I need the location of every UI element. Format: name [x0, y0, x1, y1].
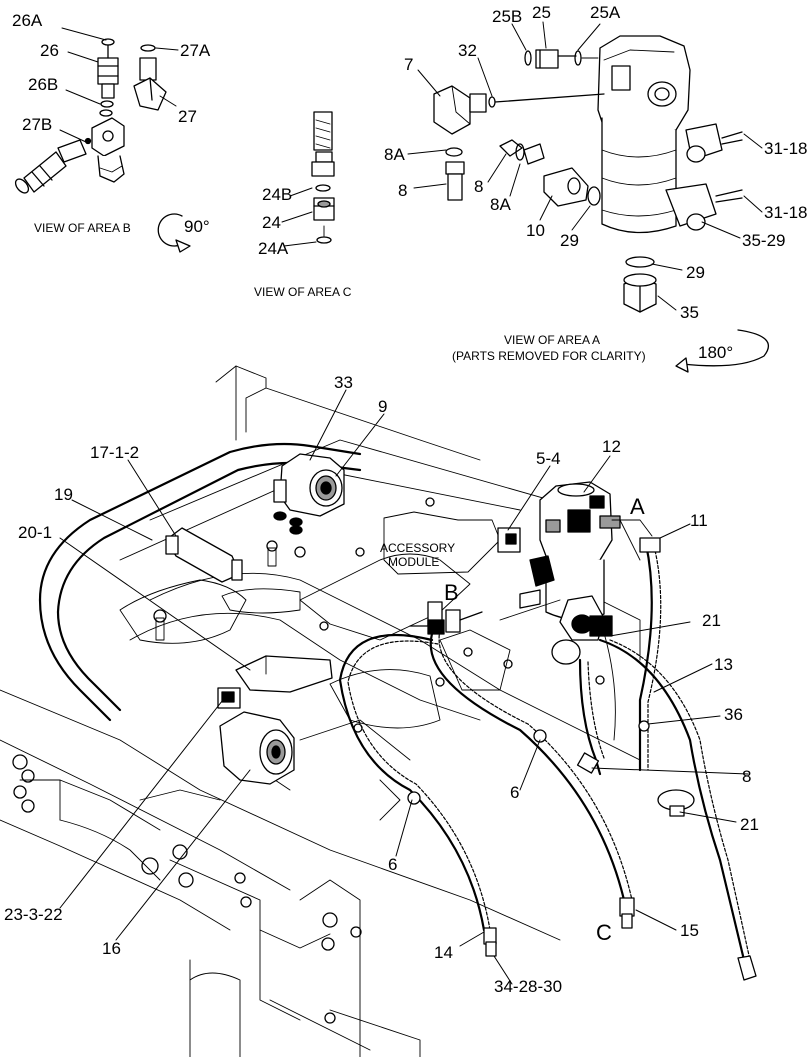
callout-19: 19 — [54, 485, 73, 504]
rotation-arrow-a-icon — [681, 329, 770, 367]
fitting-8-left — [445, 147, 465, 201]
callout-8-main: 8 — [742, 767, 751, 786]
valve-assembly-a — [597, 35, 743, 234]
clamp-21 — [657, 789, 695, 817]
callout-21-top: 21 — [702, 611, 721, 630]
view-area-a: 25B 25 25A 32 7 8A 8 8 8A 10 29 31-18 31… — [384, 3, 807, 373]
callout-32: 32 — [458, 41, 477, 60]
mounting-bolts — [12, 497, 605, 1024]
o-ring-26b — [100, 100, 114, 108]
callout-21-bottom: 21 — [740, 815, 759, 834]
callout-6-right: 6 — [510, 783, 519, 802]
area-letter-a: A — [630, 494, 645, 519]
callout-33: 33 — [334, 373, 353, 392]
hose-end-c — [311, 111, 335, 177]
bracket-17-1-2 — [165, 527, 243, 583]
view-b-rotation: 90° — [184, 217, 210, 236]
callout-23-3-22: 23-3-22 — [4, 905, 63, 924]
plug-25 — [524, 49, 599, 69]
fitting-8-right — [499, 139, 545, 165]
callout-8-left: 8 — [398, 181, 407, 200]
callout-24b: 24B — [262, 185, 292, 204]
callout-31-18-bottom: 31-18 — [764, 203, 807, 222]
callout-20-1: 20-1 — [18, 523, 52, 542]
callout-24: 24 — [262, 213, 281, 232]
callout-15: 15 — [680, 921, 699, 940]
callout-26: 26 — [40, 41, 59, 60]
hose-fittings — [407, 537, 757, 981]
o-ring-29 — [625, 256, 655, 268]
callout-29-bottom: 29 — [686, 263, 705, 282]
callout-6-left: 6 — [388, 855, 397, 874]
callout-13: 13 — [714, 655, 733, 674]
bracket-20-1 — [235, 655, 333, 693]
sensor-5-4 — [497, 527, 521, 553]
callout-31-18-top: 31-18 — [764, 139, 807, 158]
view-a-rotation: 180° — [698, 343, 733, 362]
plug-35 — [623, 273, 657, 313]
callout-24a: 24A — [258, 239, 289, 258]
callout-36: 36 — [724, 705, 743, 724]
callout-26b: 26B — [28, 75, 58, 94]
view-area-b: 26A 26 26B 27B 27A 27 VIEW OF AREA B 90° — [12, 11, 211, 253]
rotation-arrow-b-icon — [157, 213, 183, 247]
callout-25: 25 — [532, 3, 551, 22]
callout-7: 7 — [404, 55, 413, 74]
valve-12 — [519, 481, 621, 665]
callout-12: 12 — [602, 437, 621, 456]
callout-9: 9 — [378, 397, 387, 416]
callout-25a: 25A — [590, 3, 621, 22]
adapter-10 — [543, 167, 601, 207]
view-area-c: 24B 24 24A VIEW OF AREA C — [254, 111, 352, 299]
callout-17-1-2: 17-1-2 — [90, 443, 139, 462]
hoses — [338, 519, 751, 962]
callout-35: 35 — [680, 303, 699, 322]
view-a-caption: VIEW OF AREA A — [504, 333, 600, 347]
callout-29-mid: 29 — [560, 231, 579, 250]
callout-27: 27 — [178, 107, 197, 126]
callout-25b: 25B — [492, 7, 522, 26]
callout-5-4: 5-4 — [536, 449, 561, 468]
callout-8-right: 8 — [474, 177, 483, 196]
main-assembly: ACCESSORY MODULE — [0, 365, 759, 1057]
callout-10: 10 — [526, 221, 545, 240]
o-ring-24b — [315, 184, 331, 192]
component-16 — [217, 687, 295, 785]
o-ring-24a — [316, 236, 332, 244]
elbow-27 — [133, 44, 167, 111]
callout-27a: 27A — [180, 41, 211, 60]
accessory-module-label-1: ACCESSORY — [380, 541, 455, 555]
callout-34-28-30: 34-28-30 — [494, 977, 562, 996]
area-letter-c: C — [596, 920, 612, 945]
view-b-caption: VIEW OF AREA B — [34, 221, 131, 235]
callout-35-29: 35-29 — [742, 231, 785, 250]
callout-14: 14 — [434, 943, 453, 962]
callout-27b: 27B — [22, 115, 52, 134]
area-letter-b: B — [444, 580, 459, 605]
connector-27b — [14, 139, 87, 194]
accessory-module: ACCESSORY MODULE — [380, 511, 501, 575]
callout-26a: 26A — [12, 11, 43, 30]
callout-16: 16 — [102, 939, 121, 958]
component-33-9 — [273, 453, 345, 535]
callout-11: 11 — [690, 511, 708, 530]
connector-7 — [433, 85, 605, 135]
fitting-26 — [97, 38, 119, 99]
fitting-24 — [313, 197, 335, 221]
valve-body-b — [91, 117, 125, 183]
accessory-module-label-2: MODULE — [388, 555, 439, 569]
callout-8a-left: 8A — [384, 145, 405, 164]
callout-8a-right: 8A — [490, 195, 511, 214]
view-c-caption: VIEW OF AREA C — [254, 285, 352, 299]
view-a-note: (PARTS REMOVED FOR CLARITY) — [452, 349, 646, 363]
